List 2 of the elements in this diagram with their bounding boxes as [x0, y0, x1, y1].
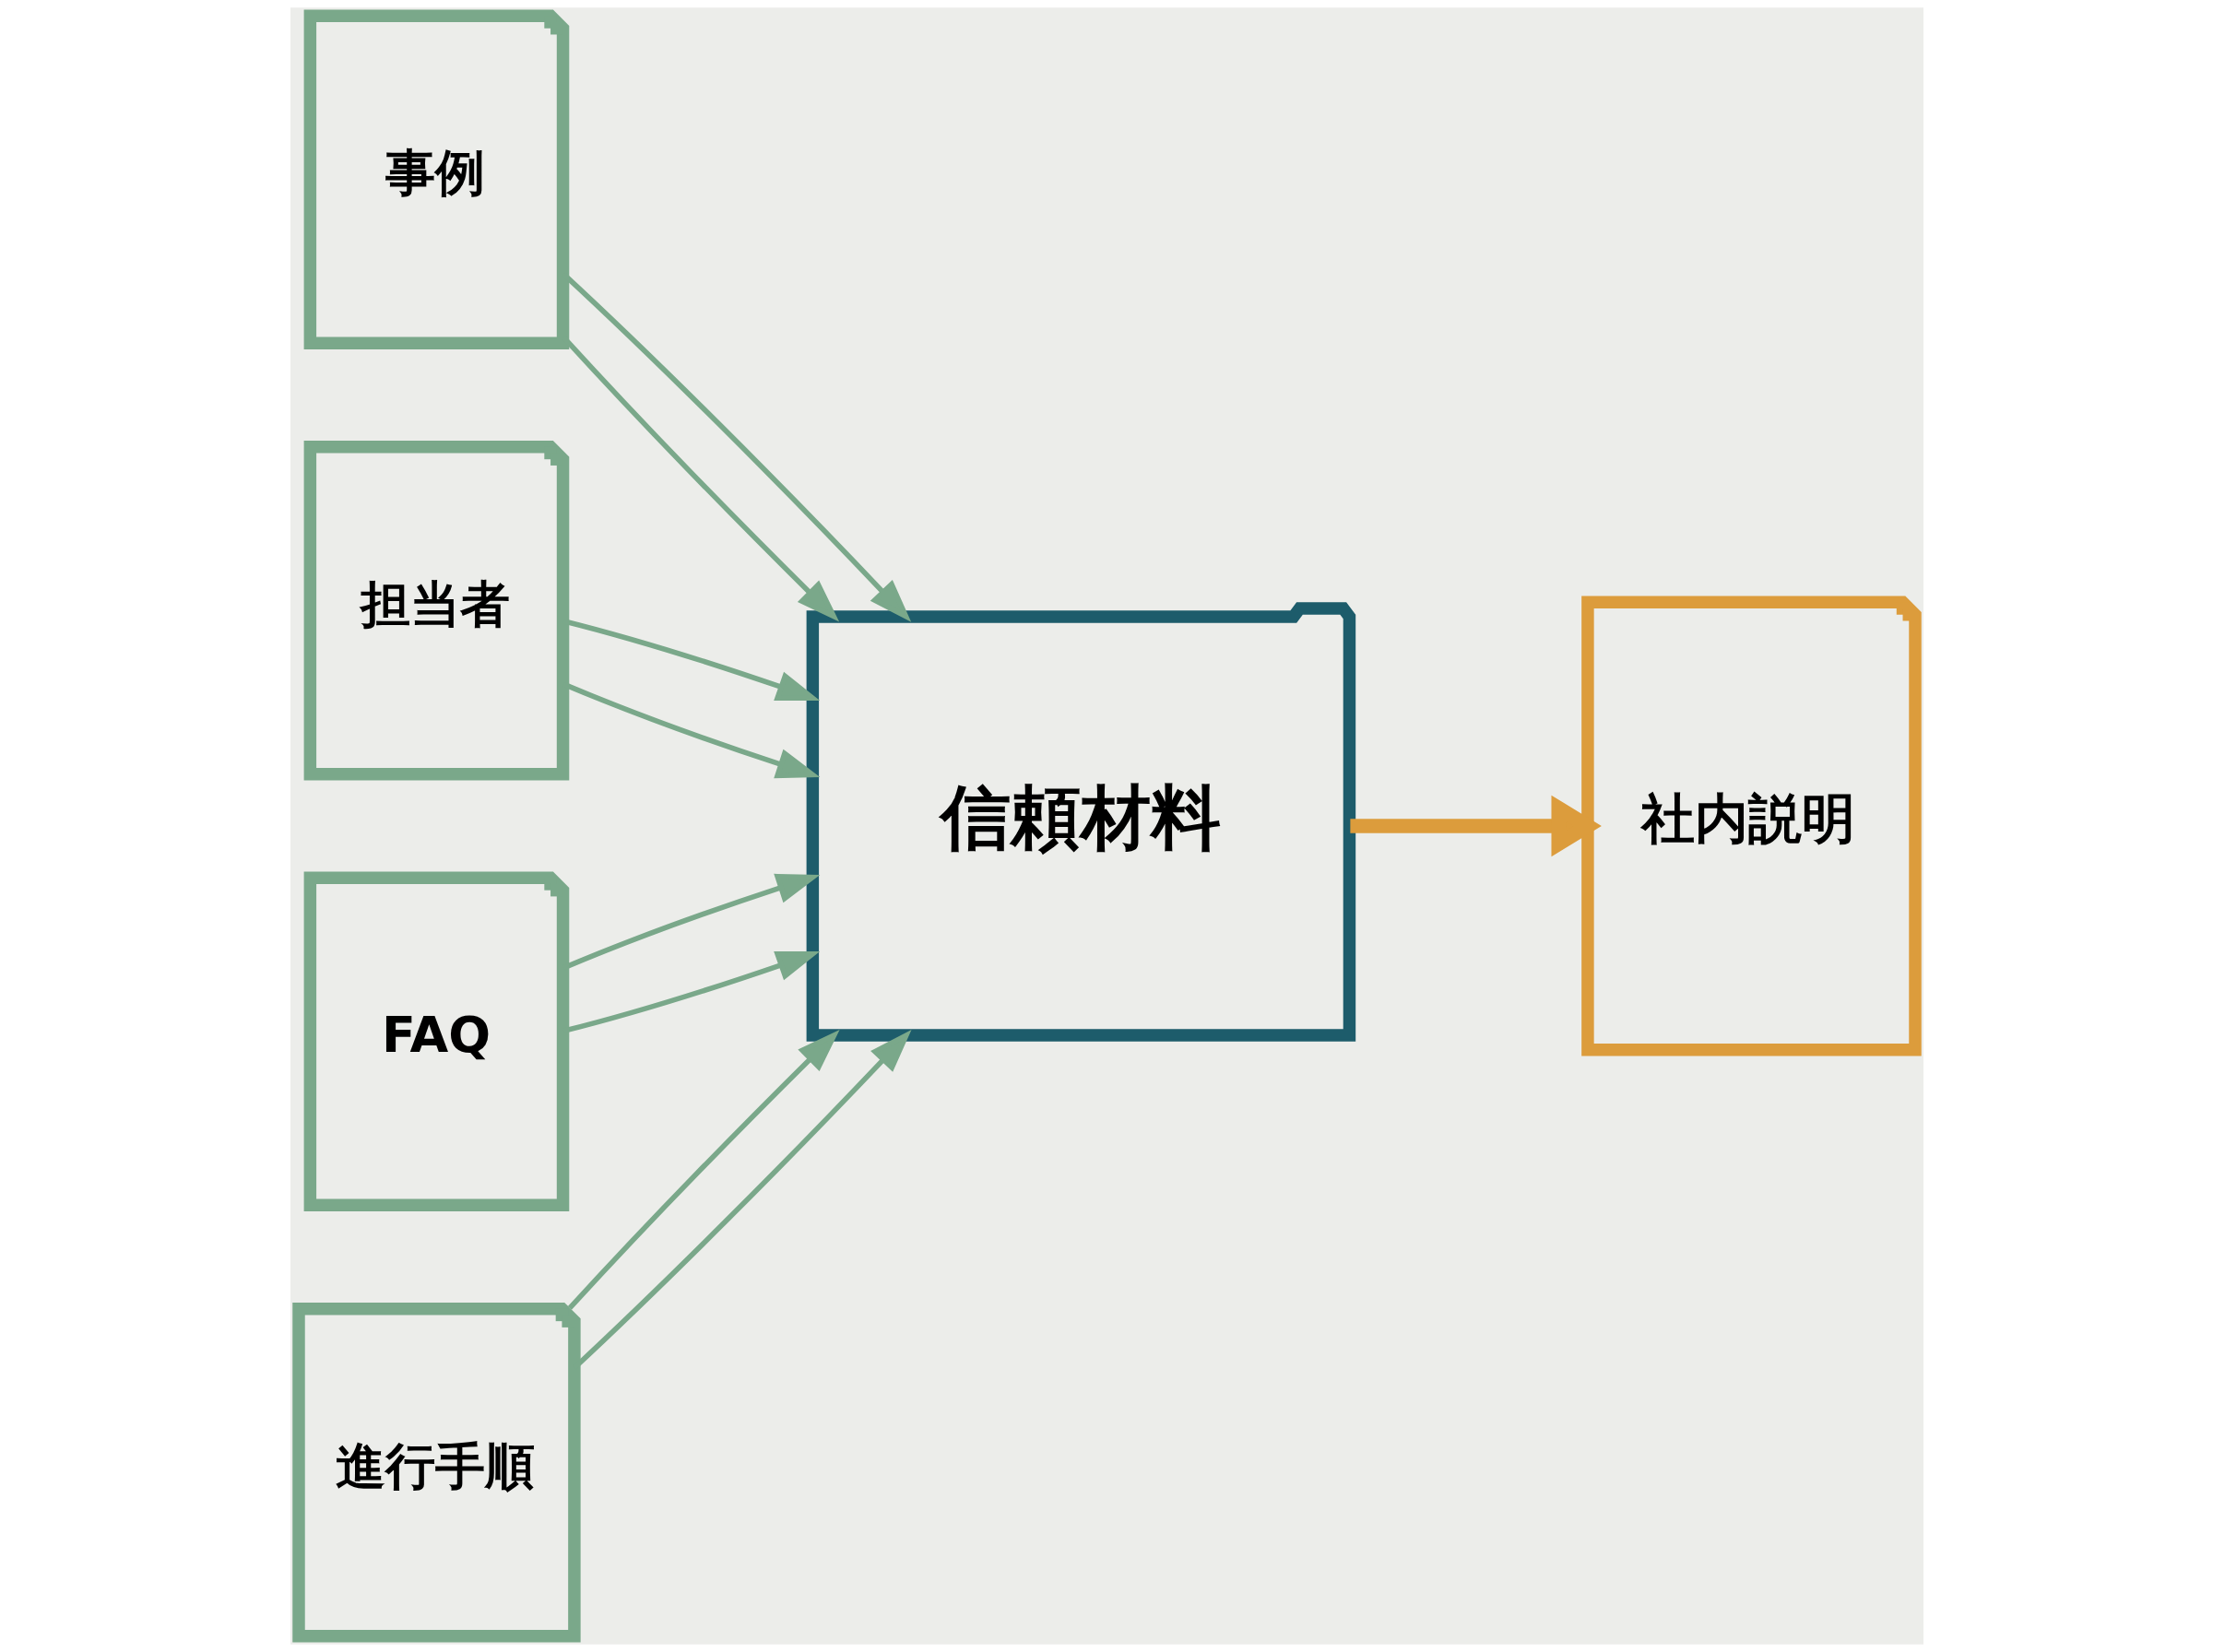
- arrow: [567, 1030, 840, 1310]
- arrow: [1349, 795, 1602, 857]
